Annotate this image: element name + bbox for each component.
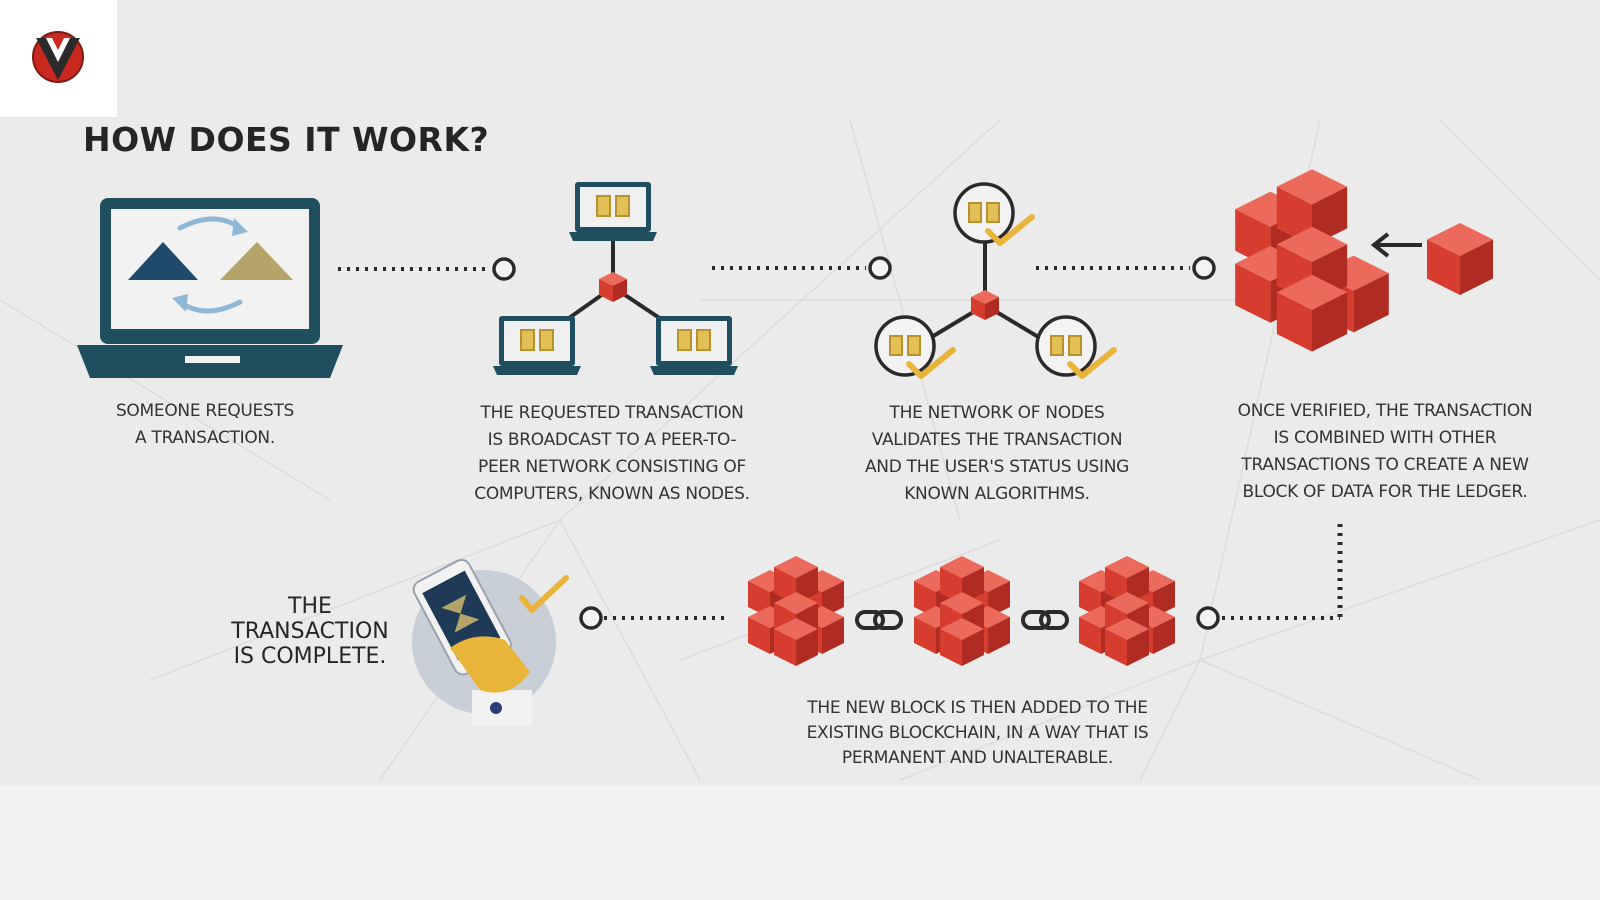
logo-icon bbox=[32, 31, 84, 83]
checkmark-icon bbox=[1037, 317, 1114, 376]
laptop-icon bbox=[77, 198, 343, 378]
step-3-caption: THE NETWORK OF NODES VALIDATES THE TRANS… bbox=[864, 403, 1130, 504]
chain-link-icon bbox=[855, 610, 903, 630]
blockchain-icon bbox=[748, 556, 1175, 666]
validation-network-icon bbox=[876, 184, 1114, 376]
phone-hand-icon bbox=[412, 558, 569, 726]
node-computer-icon bbox=[650, 316, 738, 375]
page-title: HOW DOES IT WORK? bbox=[83, 120, 490, 159]
step-5-caption: THE NEW BLOCK IS THEN ADDED TO THE EXIST… bbox=[806, 698, 1149, 768]
connector-2 bbox=[712, 256, 892, 280]
connector-5 bbox=[579, 606, 724, 630]
node-computer-icon bbox=[493, 316, 581, 375]
cube-icon bbox=[599, 272, 627, 302]
transaction-complete-label: THE TRANSACTION IS COMPLETE. bbox=[231, 594, 389, 669]
step-4-caption: ONCE VERIFIED, THE TRANSACTION IS COMBIN… bbox=[1237, 401, 1533, 502]
chain-link-icon bbox=[1021, 610, 1069, 630]
cube-icon bbox=[971, 290, 999, 320]
connector-3 bbox=[1036, 256, 1216, 280]
checkmark-icon bbox=[876, 317, 953, 376]
connector-4 bbox=[1196, 524, 1343, 630]
connector-1 bbox=[338, 257, 516, 281]
step-2-caption: THE REQUESTED TRANSACTION IS BROADCAST T… bbox=[474, 403, 750, 504]
broadcast-network-icon bbox=[493, 182, 738, 375]
node-computer-icon bbox=[569, 182, 657, 241]
logo-container bbox=[0, 0, 117, 117]
step-1-caption: SOMEONE REQUESTS A TRANSACTION. bbox=[115, 401, 295, 448]
bottom-band bbox=[0, 785, 1600, 900]
new-block-icon bbox=[1235, 169, 1493, 352]
checkmark-icon bbox=[955, 184, 1032, 243]
